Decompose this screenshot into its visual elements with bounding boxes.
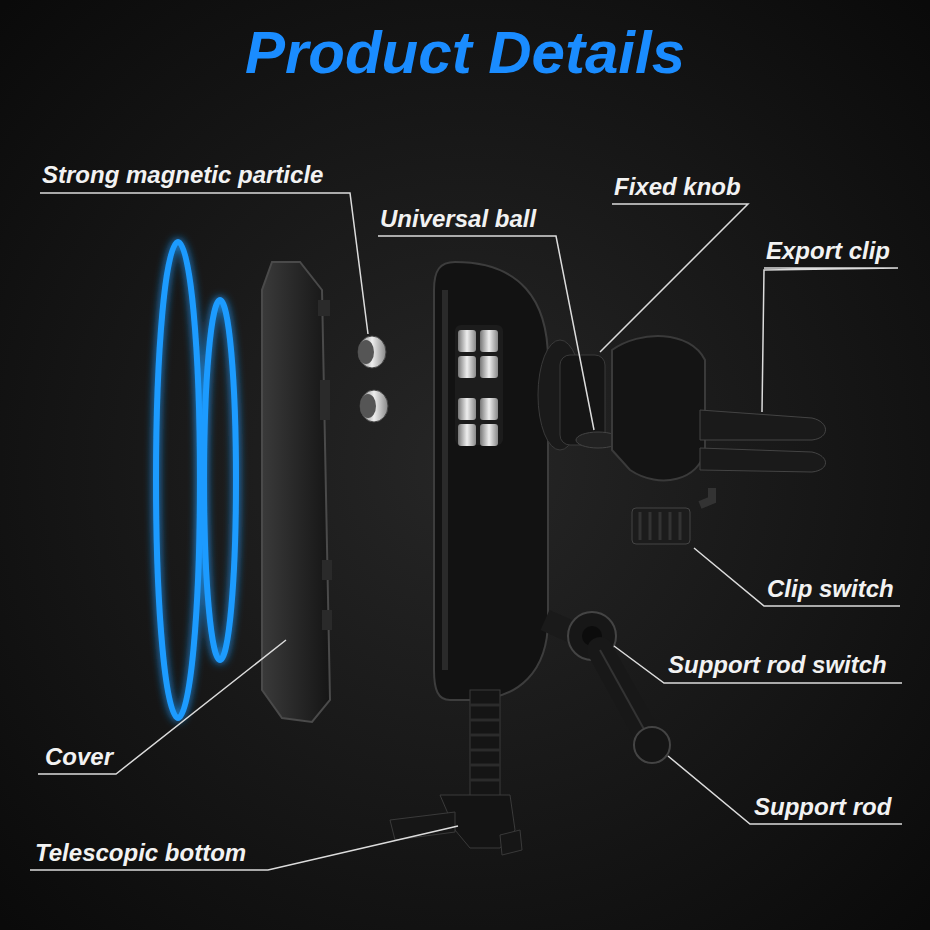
- part-label: Fixed knob: [614, 172, 741, 202]
- part-label: Telescopic bottom: [35, 838, 246, 868]
- part-label: Export clip: [766, 236, 890, 266]
- part-label: Cover: [45, 742, 113, 772]
- page-title: Product Details: [0, 18, 930, 87]
- part-label: Strong magnetic particle: [42, 160, 323, 190]
- part-label: Support rod switch: [668, 650, 887, 680]
- part-label: Support rod: [754, 792, 891, 822]
- part-label: Clip switch: [767, 574, 894, 604]
- part-label: Universal ball: [380, 204, 536, 234]
